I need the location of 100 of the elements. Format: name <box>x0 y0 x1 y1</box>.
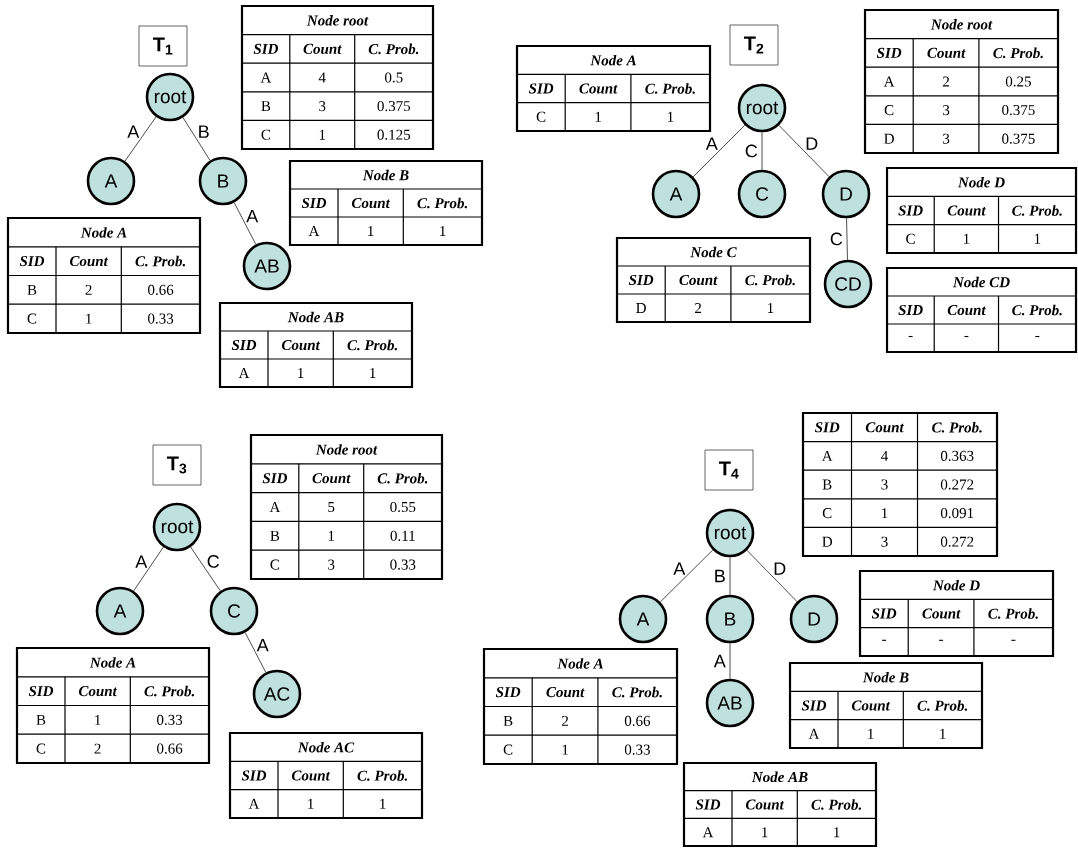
edge-label: A <box>126 124 141 139</box>
edge-label: A <box>704 136 719 151</box>
column-header: SID <box>898 205 923 216</box>
tree-edge <box>659 549 714 603</box>
column-header: C. Prob. <box>917 700 968 711</box>
tree-label-box: T$_{2}$ <box>729 24 779 66</box>
column-header: Count <box>927 47 966 58</box>
table-title: Node B <box>862 671 909 683</box>
data-table <box>240 4 435 151</box>
table-cell: A <box>883 76 895 87</box>
data-table <box>249 433 444 581</box>
column-header: SID <box>262 473 288 484</box>
table-cell: 1 <box>1034 233 1041 244</box>
tree-edge <box>182 117 211 161</box>
table-cell: D <box>822 536 832 547</box>
table-cell: 1 <box>882 508 888 519</box>
table-cell: 1 <box>595 111 601 122</box>
table-cell: 1 <box>370 368 376 378</box>
column-header: SID <box>628 274 654 286</box>
table-cell: B <box>822 479 832 490</box>
column-header: C. Prob. <box>144 685 194 697</box>
table-cell: 3 <box>328 559 335 570</box>
data-table <box>482 647 679 766</box>
table-title: Node AB <box>751 771 808 783</box>
table-cell: 2 <box>943 76 950 87</box>
column-header: Count <box>947 205 986 216</box>
table-cell: B <box>261 101 271 112</box>
edge-label: A <box>255 637 270 653</box>
table-cell: A <box>308 226 320 236</box>
table-title: Node AC <box>297 741 355 753</box>
edge-label: A <box>712 653 727 669</box>
table-cell: C <box>884 105 894 116</box>
table-cell: C <box>261 129 271 140</box>
table-cell: 0.33 <box>148 313 174 324</box>
column-header: Count <box>865 422 905 433</box>
table-title: Node B <box>362 169 409 181</box>
edge-label: A <box>672 561 687 576</box>
column-header: SID <box>231 339 257 351</box>
column-header: Count <box>303 43 342 54</box>
table-cell: 0.66 <box>624 715 651 726</box>
data-table <box>858 569 1055 658</box>
table-cell: 0.125 <box>377 129 411 140</box>
tree-label-box: T$_{3}$ <box>152 444 202 486</box>
column-header: SID <box>28 686 54 697</box>
edge-label: C <box>828 231 844 247</box>
table-cell: A <box>248 798 260 809</box>
column-header: C. Prob. <box>612 686 662 698</box>
table-cell: 1 <box>319 129 326 140</box>
table-cell: C <box>270 559 280 570</box>
table-title: Node root <box>930 19 993 30</box>
table-cell: C <box>36 743 46 754</box>
table-cell: 1 <box>298 368 304 378</box>
edge-label: D <box>772 561 788 576</box>
column-header: Count <box>851 700 891 711</box>
tree-edge <box>244 632 267 673</box>
tree-label-box: T$_{1}$ <box>138 25 188 67</box>
column-header: C. Prob. <box>1012 205 1062 216</box>
edge-label: C <box>743 143 759 159</box>
table-cell: 1 <box>308 798 314 809</box>
table-cell: 0.375 <box>1002 105 1035 116</box>
column-header: Count <box>291 770 331 781</box>
column-header: SID <box>19 256 45 267</box>
table-cell: 1 <box>768 303 774 313</box>
tree-edge <box>133 546 164 592</box>
table-cell: 0.66 <box>157 743 183 754</box>
column-header: C. Prob. <box>745 274 795 286</box>
table-cell: 2 <box>562 715 568 726</box>
tree-label-box: T$_{4}$ <box>704 449 754 491</box>
table-cell: 0.11 <box>390 530 415 541</box>
table-cell: 2 <box>85 284 92 295</box>
tree-edge <box>729 556 731 596</box>
table-cell: 0.272 <box>940 536 974 547</box>
column-header: Count <box>745 799 785 810</box>
data-table <box>863 8 1060 155</box>
column-header: C. Prob. <box>347 339 397 351</box>
edge-label: D <box>804 136 820 151</box>
table-title: Node A <box>557 658 603 669</box>
table-cell: 0.66 <box>148 284 174 295</box>
data-table <box>218 301 414 389</box>
tree-edge <box>233 202 257 245</box>
column-header: C. Prob. <box>932 422 982 433</box>
table-title: Node C <box>690 246 737 258</box>
column-header: Count <box>579 83 618 94</box>
edge-label: A <box>245 208 260 224</box>
table-cell: B <box>36 715 46 725</box>
table-cell: 1 <box>380 798 386 809</box>
table-cell: A <box>269 502 281 512</box>
table-cell: 0.375 <box>1002 133 1035 144</box>
table-cell: 4 <box>318 72 326 83</box>
table-cell: 1 <box>328 530 335 541</box>
column-header: Count <box>312 473 351 484</box>
table-cell: C <box>536 111 546 122</box>
table-cell: - <box>1035 335 1040 338</box>
table-cell: 2 <box>695 303 702 313</box>
data-table <box>885 266 1078 354</box>
column-header: C. Prob. <box>357 770 407 781</box>
tree-edge <box>692 124 746 178</box>
table-cell: 3 <box>319 101 326 112</box>
table-cell: 0.5 <box>385 72 403 83</box>
table-cell: B <box>270 530 280 541</box>
